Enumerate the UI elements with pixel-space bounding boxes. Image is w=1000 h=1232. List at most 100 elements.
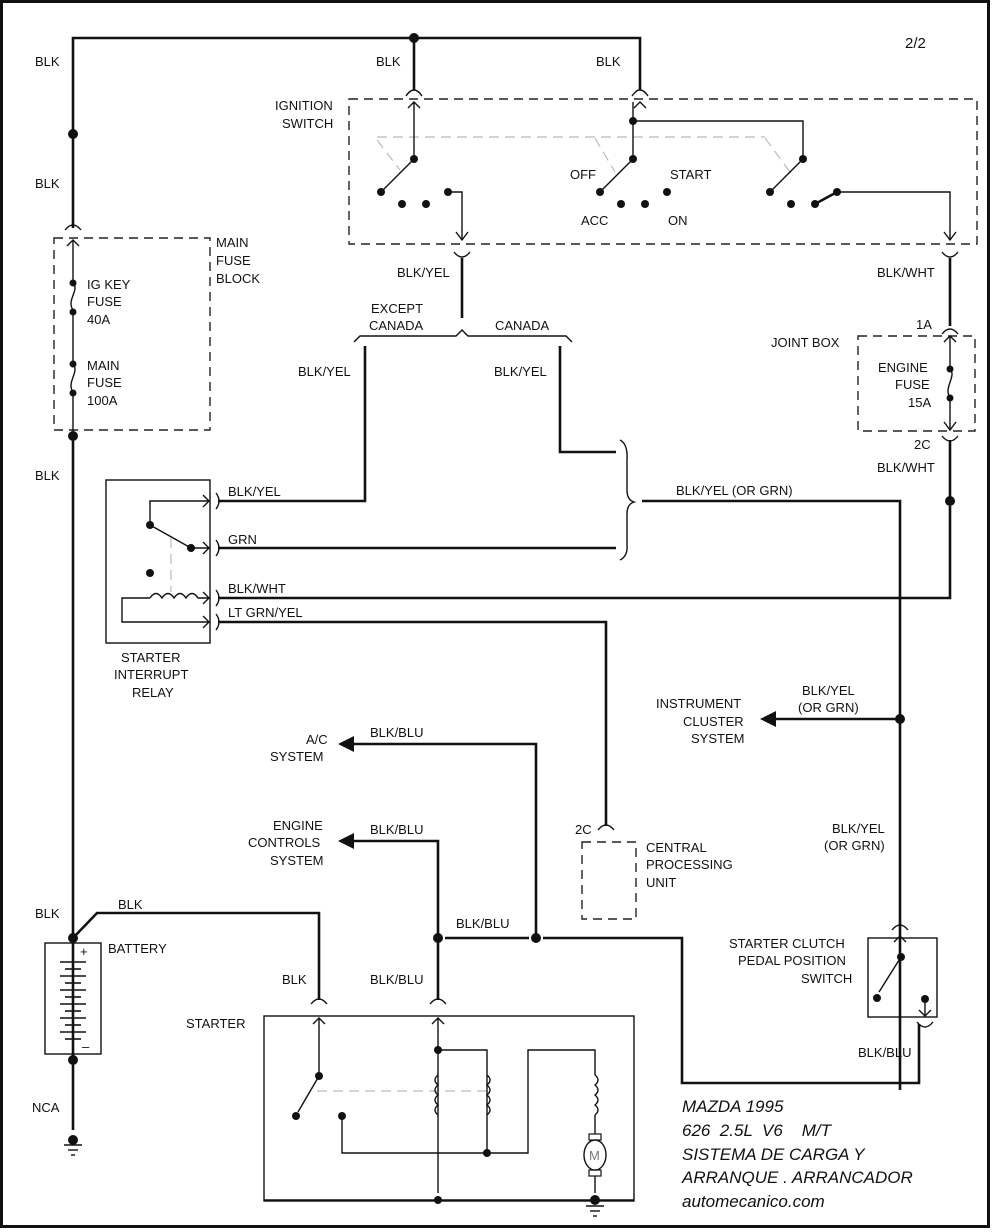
except-canada-label: EXCEPT — [371, 301, 423, 316]
caption-model: 626 2.5L V6 M/T — [682, 1121, 833, 1140]
joint-box — [857, 335, 976, 432]
wire-label: (OR GRN) — [824, 838, 885, 853]
battery-label: BATTERY — [108, 941, 167, 956]
splice-dot — [945, 496, 955, 506]
pin-label: 1A — [916, 317, 932, 332]
splice-dot — [68, 933, 78, 943]
wire-label: BLK — [35, 176, 60, 191]
canada-label: CANADA — [495, 318, 550, 333]
instrument-cluster-label: SYSTEM — [691, 731, 744, 746]
wire-blk-main — [68, 33, 642, 228]
ground-icon — [64, 1135, 82, 1156]
wire-label: BLK — [35, 906, 60, 921]
position-on: ON — [668, 213, 688, 228]
wire-label: BLK/BLU — [858, 1045, 911, 1060]
relay-label: STARTER — [121, 650, 180, 665]
ignition-switch-box — [348, 98, 978, 245]
caption-source: automecanico.com — [682, 1192, 825, 1211]
engine-controls-label: ENGINE — [273, 818, 323, 833]
wire-label: NCA — [32, 1100, 60, 1115]
ac-system-label: SYSTEM — [270, 749, 323, 764]
caption-make-year: MAZDA 1995 — [682, 1097, 784, 1116]
instrument-cluster-label: CLUSTER — [683, 714, 744, 729]
starter-internals — [264, 1017, 634, 1205]
caption-system: SISTEMA DE CARGA Y — [682, 1145, 866, 1164]
cpu-label: UNIT — [646, 875, 676, 890]
wire-label: BLK — [282, 972, 307, 987]
ac-system-label: A/C — [306, 732, 328, 747]
wire-label: BLK — [118, 897, 143, 912]
ig-key-fuse-label: FUSE — [87, 294, 122, 309]
wire-label: (OR GRN) — [798, 700, 859, 715]
wire-label: BLK/YEL (OR GRN) — [676, 483, 793, 498]
arrow-left-icon — [338, 736, 354, 752]
central-processing-unit — [581, 841, 637, 920]
splice-dot — [409, 33, 419, 43]
ig-key-fuse-label: IG KEY — [87, 277, 131, 292]
main-fuse-block-label: MAIN — [216, 235, 249, 250]
engine-controls-label: SYSTEM — [270, 853, 323, 868]
starter-interrupt-relay — [105, 479, 211, 644]
battery-minus: – — [82, 1039, 90, 1054]
connector-icon — [310, 998, 447, 1005]
engine-fuse-icon — [941, 336, 959, 442]
main-fuse-label: MAIN — [87, 358, 120, 373]
starter — [263, 1015, 635, 1202]
battery-cells-icon — [60, 961, 86, 1040]
wire-blk-blu-engine-controls — [352, 839, 440, 1000]
wire-blk-starter — [72, 911, 321, 1000]
ignition-contact-1 — [377, 102, 469, 242]
ignition-switch-label: SWITCH — [282, 116, 333, 131]
wire-label: BLK/BLU — [456, 916, 509, 931]
option-brace — [619, 439, 637, 561]
engine-controls-label: CONTROLS — [248, 835, 321, 850]
main-fuse-block-label: BLOCK — [216, 271, 260, 286]
connector-icon — [597, 824, 615, 831]
relay-label: RELAY — [132, 685, 174, 700]
wire-label: LT GRN/YEL — [228, 605, 303, 620]
wire-label: BLK/YEL — [228, 484, 281, 499]
svg-text:M: M — [589, 1148, 600, 1163]
main-fuse-label: FUSE — [87, 375, 122, 390]
except-canada-label: CANADA — [369, 318, 424, 333]
main-fuse-block-label: FUSE — [216, 253, 251, 268]
ignition-contact-3 — [766, 155, 957, 242]
wire-blk-yel-except-canada — [218, 346, 367, 503]
wire-label: GRN — [228, 532, 257, 547]
position-off: OFF — [570, 167, 596, 182]
engine-fuse-label: ENGINE — [878, 360, 928, 375]
engine-fuse-rating: 15A — [908, 395, 931, 410]
cpu-label: PROCESSING — [646, 857, 733, 872]
wire-label: BLK — [35, 54, 60, 69]
wire-label: BLK/YEL — [298, 364, 351, 379]
connector-icon — [453, 251, 471, 258]
arrow-left-icon — [760, 711, 776, 727]
wire-label: BLK — [596, 54, 621, 69]
wire-blk-blu-switch — [543, 936, 921, 1085]
starter-label: STARTER — [186, 1016, 245, 1031]
wire-label: BLK/WHT — [877, 460, 935, 475]
splice-dot — [68, 129, 78, 139]
relay-label: INTERRUPT — [114, 667, 188, 682]
pin-label: 2C — [575, 822, 592, 837]
wire-label: BLK/YEL — [802, 683, 855, 698]
wire-label: BLK/YEL — [397, 265, 450, 280]
main-fuse-rating: 100A — [87, 393, 118, 408]
motor-icon: M — [583, 1139, 607, 1171]
ig-key-fuse-rating: 40A — [87, 312, 110, 327]
caption-system: ARRANQUE . ARRANCADOR — [681, 1168, 913, 1187]
position-start: START — [670, 167, 711, 182]
engine-fuse-label: FUSE — [895, 377, 930, 392]
wire-label: BLK/BLU — [370, 725, 423, 740]
ignition-switch-label: IGNITION — [275, 98, 333, 113]
pin-label: 2C — [914, 437, 931, 452]
clutch-switch-label: PEDAL POSITION — [738, 953, 846, 968]
page-indicator: 2/2 — [905, 35, 926, 52]
wire-label: BLK/WHT — [228, 581, 286, 596]
relay-internals — [121, 492, 220, 631]
instrument-cluster-label: INSTRUMENT — [656, 696, 741, 711]
main-fuse-block — [53, 237, 211, 431]
wire-label: BLK/WHT — [877, 265, 935, 280]
